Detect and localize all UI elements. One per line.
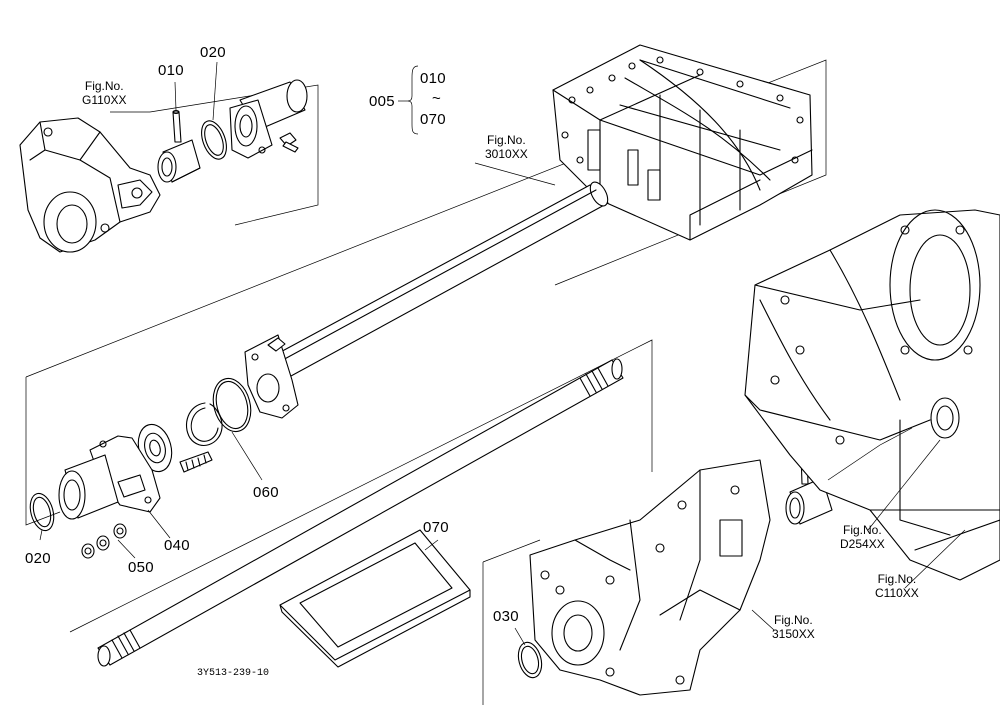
figure-ref-c110-line2: C110XX <box>875 585 919 600</box>
stud-bolt-drawing <box>179 451 213 473</box>
bottom-group-frame <box>482 539 541 705</box>
leader-lines <box>39 61 966 646</box>
figure-ref-g110[interactable]: Fig.No. G110XX <box>82 79 127 108</box>
drawing-code: 3Y513-239-10 <box>197 668 270 679</box>
part-label-040[interactable]: 040 <box>164 537 190 554</box>
assembly-brace <box>398 65 419 135</box>
part-label-010[interactable]: 010 <box>158 62 184 79</box>
manual-070-drawing <box>279 529 471 668</box>
assembly-ref-005[interactable]: 005 <box>369 93 395 110</box>
part-label-020-top[interactable]: 020 <box>200 44 226 61</box>
figure-ref-3010[interactable]: Fig.No. 3010XX <box>485 133 528 162</box>
o-ring-020-top-drawing <box>201 120 227 160</box>
figure-ref-c110[interactable]: Fig.No. C110XX <box>875 572 919 601</box>
figure-ref-d254-line1: Fig.No. <box>843 523 882 537</box>
o-ring-060-drawing <box>212 377 252 433</box>
transmission-case-drawing <box>552 44 813 241</box>
o-ring-020-left-drawing <box>29 492 55 532</box>
figure-ref-g110-line1: Fig.No. <box>84 79 124 93</box>
lift-arm-bracket <box>19 117 161 253</box>
part-label-030[interactable]: 030 <box>493 608 519 625</box>
figure-ref-d254-line2: D254XX <box>840 536 885 551</box>
sleeve-flange-drawing <box>229 79 308 159</box>
part-label-020-left[interactable]: 020 <box>25 550 51 567</box>
engine-housing-drawing <box>744 209 1000 581</box>
collar-drawing <box>157 139 201 183</box>
bolt-top-drawing <box>279 132 299 153</box>
part-label-060[interactable]: 060 <box>253 484 279 501</box>
assembly-range-sep: ~ <box>432 90 442 107</box>
figure-ref-d254[interactable]: Fig.No. D254XX <box>840 523 885 552</box>
bolt-flange-drawing <box>267 337 286 352</box>
figure-ref-g110-line2: G110XX <box>82 92 127 107</box>
part-label-070[interactable]: 070 <box>423 519 449 536</box>
flange-plate-drawing <box>244 334 299 419</box>
housing-040-drawing <box>58 435 161 520</box>
splined-shaft-drawing <box>97 358 624 667</box>
figure-ref-3010-line2: 3010XX <box>485 146 528 161</box>
rear-housing-drawing <box>529 459 771 696</box>
nuts-washers-050-drawing <box>81 523 127 559</box>
figure-ref-c110-line1: Fig.No. <box>877 572 917 586</box>
assembly-range-from: 010 <box>420 70 446 87</box>
assembly-range-to: 070 <box>420 111 446 128</box>
figure-ref-3150[interactable]: Fig.No. 3150XX <box>772 613 815 642</box>
pin-010-drawing <box>172 109 182 143</box>
o-ring-030-drawing <box>517 641 543 679</box>
snap-ring-drawing <box>186 402 223 447</box>
figure-ref-3010-line1: Fig.No. <box>487 133 526 147</box>
long-tube-drawing <box>261 181 609 383</box>
figure-ref-3150-line1: Fig.No. <box>774 613 813 627</box>
figure-ref-3150-line2: 3150XX <box>772 626 815 641</box>
top-left-group-frame <box>149 84 319 226</box>
part-label-050[interactable]: 050 <box>128 559 154 576</box>
